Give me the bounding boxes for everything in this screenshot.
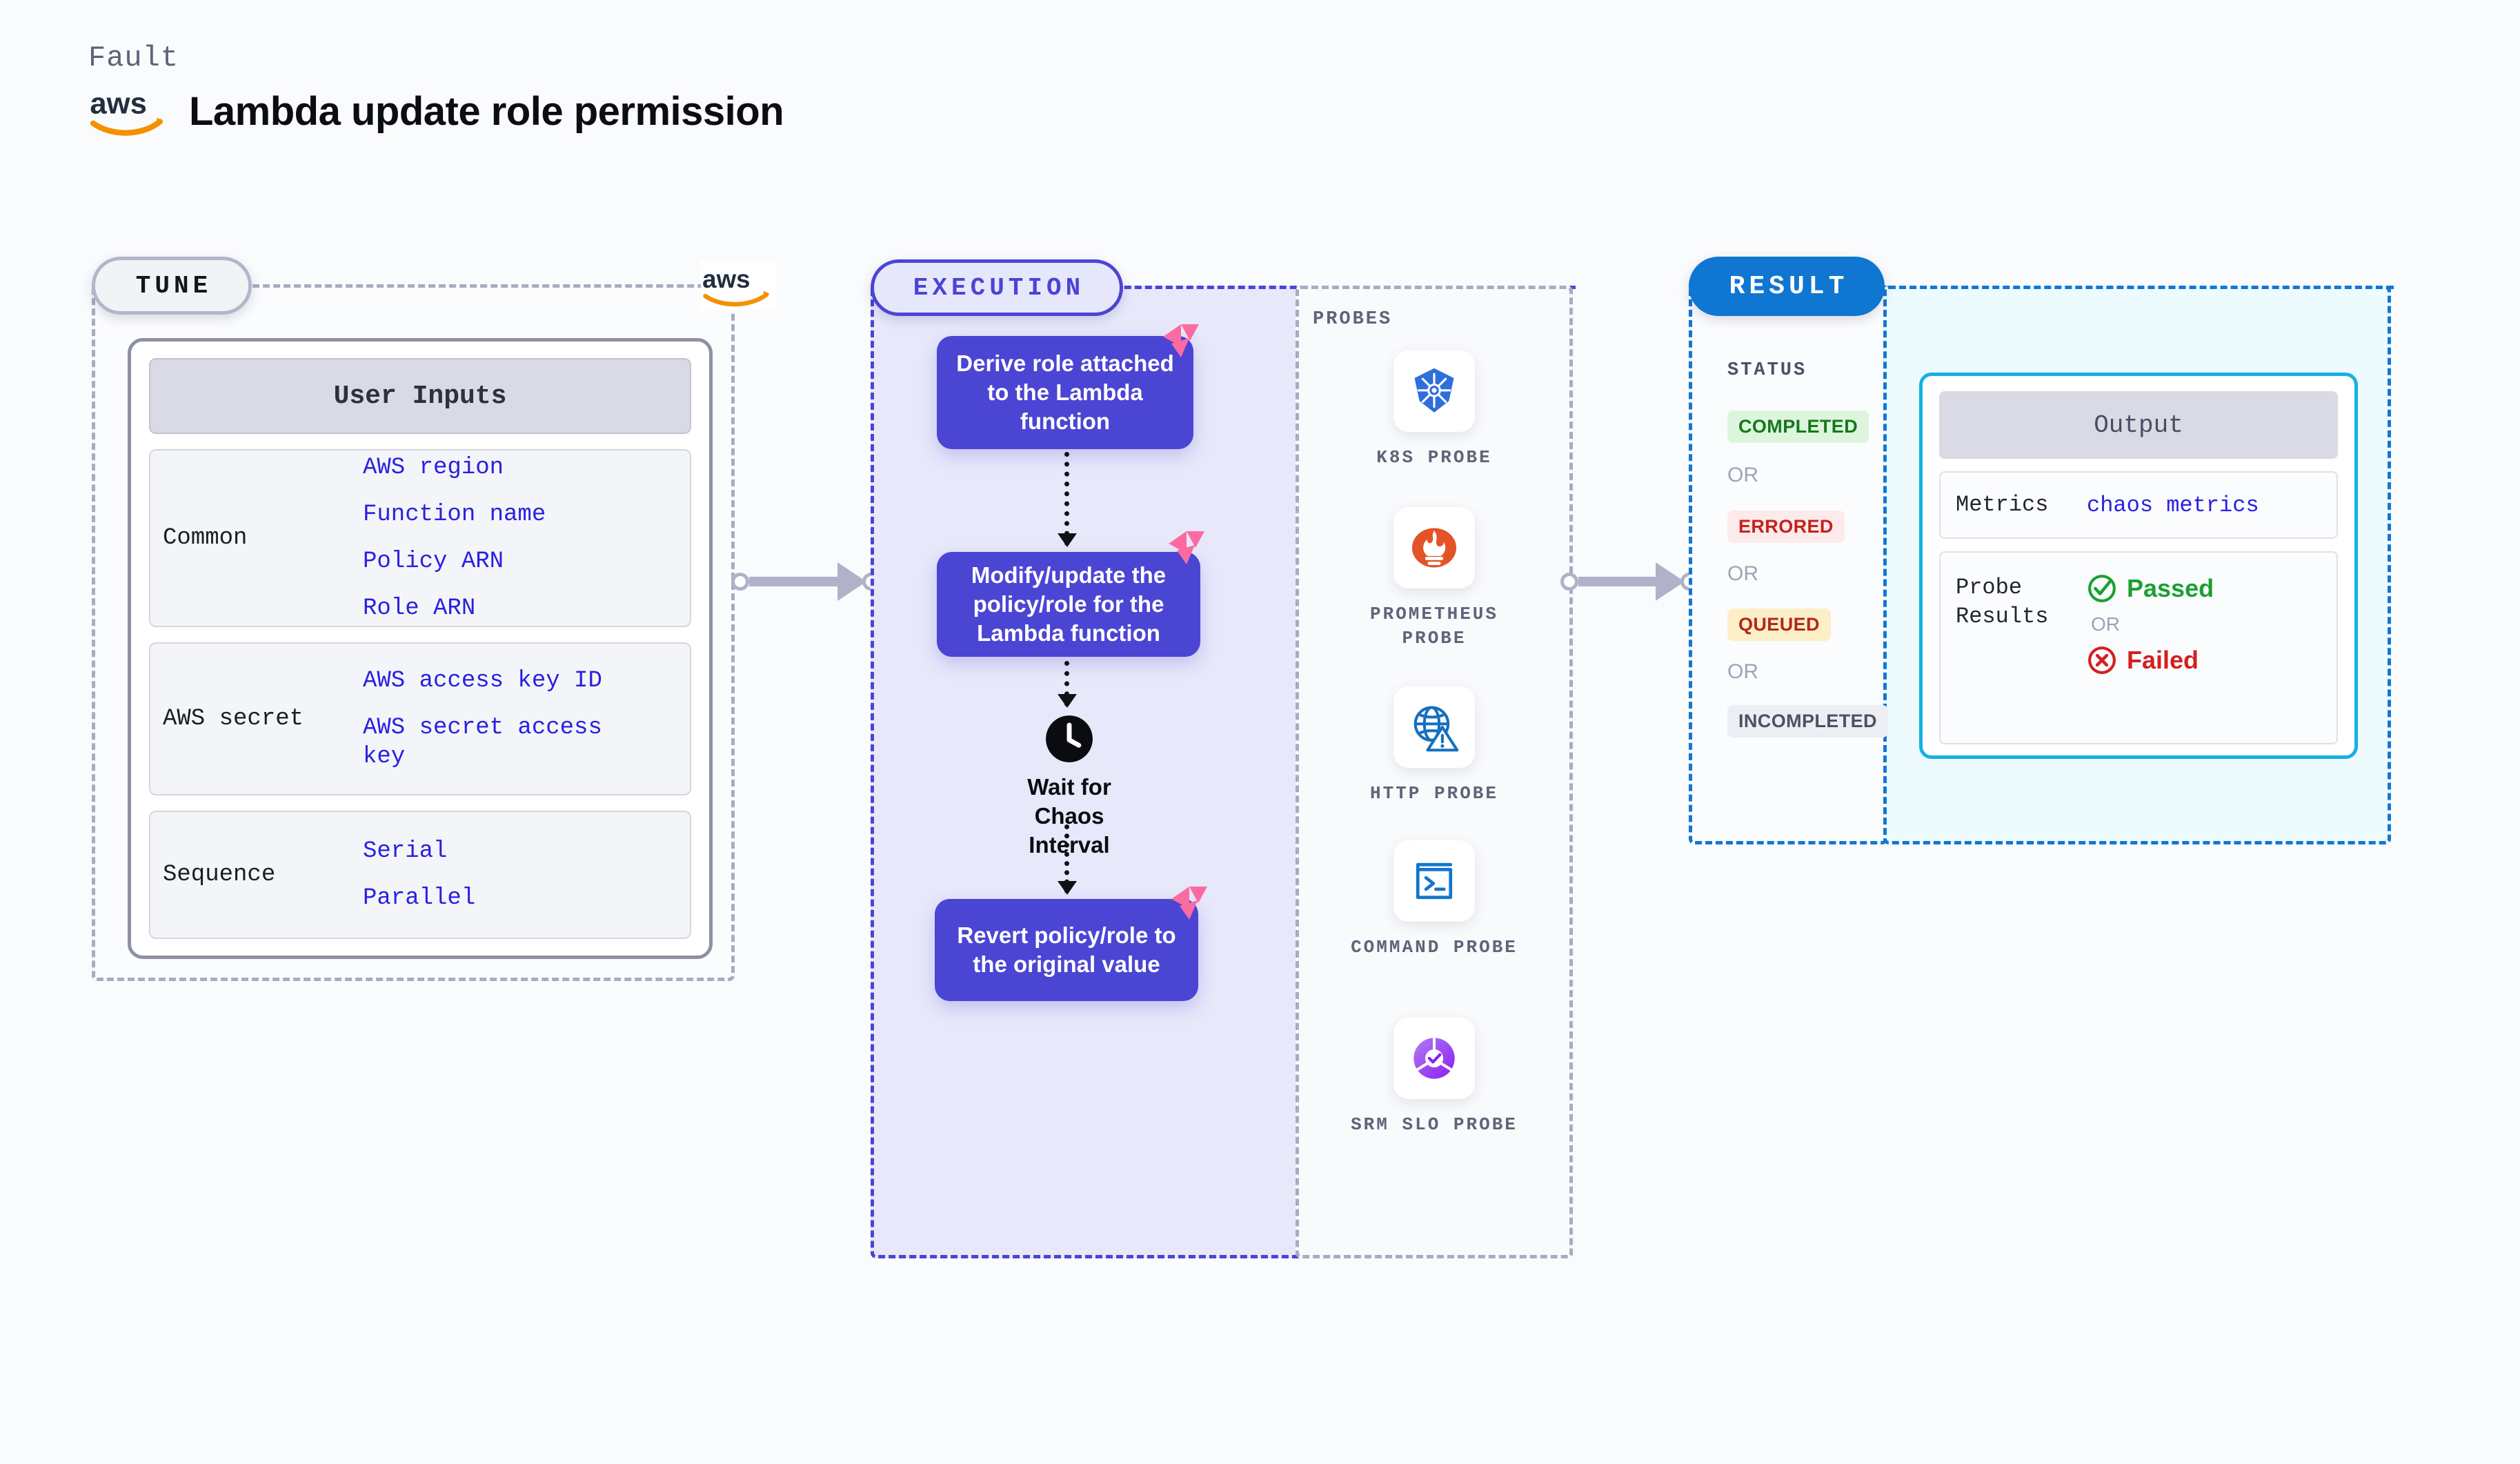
execution-step-1[interactable]: Derive role attached to the Lambda funct… — [937, 336, 1193, 449]
output-title: Output — [1939, 391, 2338, 459]
probe-tile — [1393, 686, 1475, 768]
probe-result-failed: Failed — [2087, 645, 2214, 675]
flow-arrow — [1058, 824, 1077, 895]
svg-text:aws: aws — [90, 87, 147, 121]
probe-tile — [1393, 840, 1475, 922]
fault-label: Fault — [88, 41, 179, 75]
status-badge-completed: COMPLETED — [1727, 410, 1869, 443]
kubernetes-icon — [1414, 368, 1454, 413]
probe-label: PROMETHEUS PROBE — [1369, 604, 1499, 649]
probe-label: COMMAND PROBE — [1351, 937, 1518, 958]
page-title: Lambda update role permission — [189, 88, 784, 134]
svg-text:aws: aws — [702, 265, 750, 293]
connector-dot — [1560, 573, 1578, 591]
probe-tile — [1393, 507, 1475, 588]
or-separator: OR — [1727, 660, 1758, 683]
connector-bar — [1578, 577, 1656, 586]
connector-tune-to-execution — [731, 562, 880, 601]
status-badge-incompleted: INCOMPLETED — [1727, 705, 1888, 738]
clock-icon — [1046, 715, 1093, 762]
tune-value: Role ARN — [363, 595, 476, 622]
probe-label: HTTP PROBE — [1369, 783, 1499, 804]
probe-item-prometheus[interactable]: PROMETHEUS PROBE — [1345, 507, 1524, 651]
execution-step-wait: Wait for Chaos Interval — [1004, 713, 1135, 860]
tune-value: AWS secret access key — [363, 714, 602, 771]
passed-label: Passed — [2127, 574, 2214, 602]
aws-logo: aws — [90, 87, 163, 136]
status-badge-queued: QUEUED — [1727, 609, 1831, 641]
globe-warning-icon — [1413, 706, 1459, 752]
probe-tile — [1393, 1018, 1475, 1099]
aws-logo: aws — [701, 261, 775, 310]
execution-step-4[interactable]: Revert policy/role to the original value — [935, 899, 1198, 1001]
tune-pill[interactable]: TUNE — [92, 257, 252, 315]
page-header: Fault aws Lambda update role permission — [88, 41, 784, 138]
tune-value: Serial — [363, 838, 448, 864]
metrics-label: Metrics — [1956, 492, 2049, 518]
probe-item-command[interactable]: COMMAND PROBE — [1345, 840, 1524, 960]
flow-arrow — [1058, 452, 1077, 547]
wait-label: Wait for Chaos Interval — [1027, 774, 1111, 858]
user-inputs-card: User Inputs Common AWS region Function n… — [128, 338, 713, 959]
probe-tile — [1393, 350, 1475, 432]
tune-group-sequence: Sequence Serial Parallel — [149, 811, 691, 939]
or-separator: OR — [1727, 464, 1758, 486]
or-separator: OR — [1727, 562, 1758, 585]
status-badge-errored: ERRORED — [1727, 511, 1845, 543]
probe-label: SRM SLO PROBE — [1351, 1114, 1518, 1135]
tune-group-label: AWS secret — [163, 706, 304, 732]
probe-item-k8s[interactable]: K8S PROBE — [1345, 350, 1524, 470]
connector-dot — [731, 573, 749, 591]
probe-item-http[interactable]: HTTP PROBE — [1345, 686, 1524, 806]
terminal-icon — [1416, 862, 1453, 900]
prometheus-icon — [1411, 528, 1457, 568]
check-circle-icon — [2088, 575, 2116, 602]
tune-group-label: Common — [163, 525, 248, 551]
probe-label: K8S PROBE — [1376, 447, 1492, 468]
result-pill[interactable]: RESULT — [1689, 257, 1885, 316]
output-card: Output Metrics chaos metrics Probe Resul… — [1919, 373, 2358, 759]
connector-arrowhead — [1656, 562, 1685, 601]
failed-label: Failed — [2127, 646, 2199, 674]
connector-bar — [749, 577, 837, 586]
or-separator: OR — [2091, 613, 2120, 635]
tune-group-common: Common AWS region Function name Policy A… — [149, 449, 691, 627]
metrics-value: chaos metrics — [2087, 492, 2259, 518]
connector-arrowhead — [837, 562, 866, 601]
result-panel — [1689, 286, 1887, 844]
tune-value: Function name — [363, 501, 546, 528]
x-circle-icon — [2088, 646, 2116, 674]
flow-arrow — [1058, 661, 1077, 708]
execution-step-2[interactable]: Modify/update the policy/role for the La… — [937, 552, 1200, 657]
user-inputs-title: User Inputs — [149, 358, 691, 434]
tune-value: AWS access key ID — [363, 667, 602, 694]
output-row-probe-results: Probe Results Passed OR Failed — [1939, 551, 2338, 744]
probes-title: PROBES — [1313, 309, 1393, 330]
tune-group-aws-secret: AWS secret AWS access key ID AWS secret … — [149, 642, 691, 795]
tune-value: Policy ARN — [363, 548, 504, 575]
connector-execution-to-result — [1560, 562, 1698, 601]
tune-value: AWS region — [363, 454, 504, 481]
tune-group-label: Sequence — [163, 862, 276, 888]
probe-item-srm-slo[interactable]: SRM SLO PROBE — [1345, 1018, 1524, 1137]
execution-pill[interactable]: EXECUTION — [871, 259, 1123, 316]
probe-result-passed: Passed — [2087, 573, 2214, 604]
tune-value: Parallel — [363, 885, 476, 911]
status-title: STATUS — [1727, 360, 1807, 381]
slo-donut-icon — [1413, 1038, 1455, 1079]
probe-results-label: Probe Results — [1956, 575, 2049, 629]
output-row-metrics: Metrics chaos metrics — [1939, 471, 2338, 539]
